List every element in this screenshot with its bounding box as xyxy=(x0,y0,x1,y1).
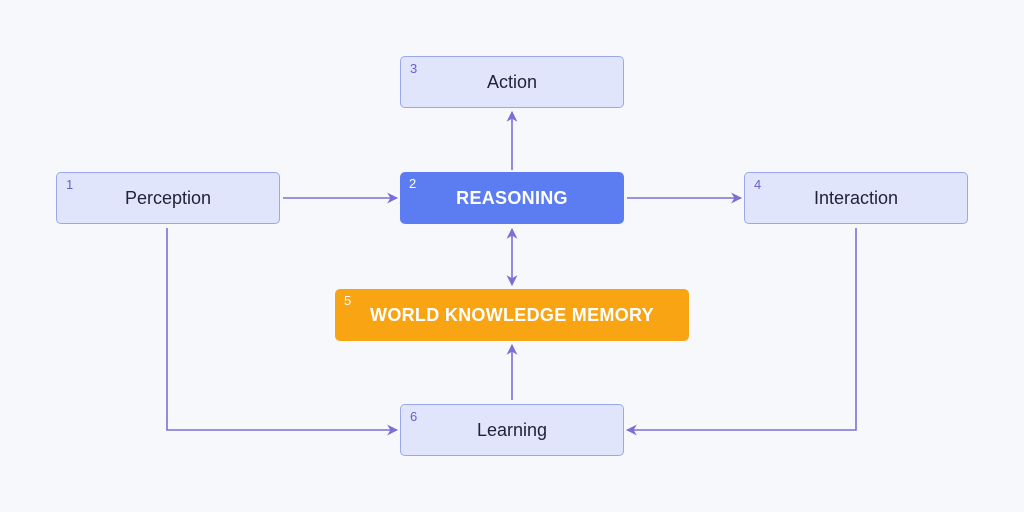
node-label: REASONING xyxy=(456,187,568,208)
edge-perception-learning xyxy=(166,228,399,436)
node-number: 5 xyxy=(344,293,352,308)
node-label: Interaction xyxy=(813,187,899,208)
edge-interaction-learning xyxy=(625,228,857,436)
node-reasoning: 2 REASONING xyxy=(400,172,624,224)
node-action: 3 Action xyxy=(400,56,624,108)
node-label: Learning xyxy=(476,419,548,440)
node-number: 2 xyxy=(409,176,417,191)
node-label: WORLD KNOWLEDGE MEMORY xyxy=(370,304,654,325)
node-number: 4 xyxy=(754,177,762,192)
node-learning: 6 Learning xyxy=(400,404,624,456)
node-perception: 1 Perception xyxy=(56,172,280,224)
node-world-knowledge-memory: 5 WORLD KNOWLEDGE MEMORY xyxy=(335,289,689,341)
node-number: 1 xyxy=(66,177,74,192)
node-interaction: 4 Interaction xyxy=(744,172,968,224)
node-number: 3 xyxy=(410,61,418,76)
node-number: 6 xyxy=(410,409,418,424)
node-label: Perception xyxy=(124,187,212,208)
node-label: Action xyxy=(486,71,538,92)
